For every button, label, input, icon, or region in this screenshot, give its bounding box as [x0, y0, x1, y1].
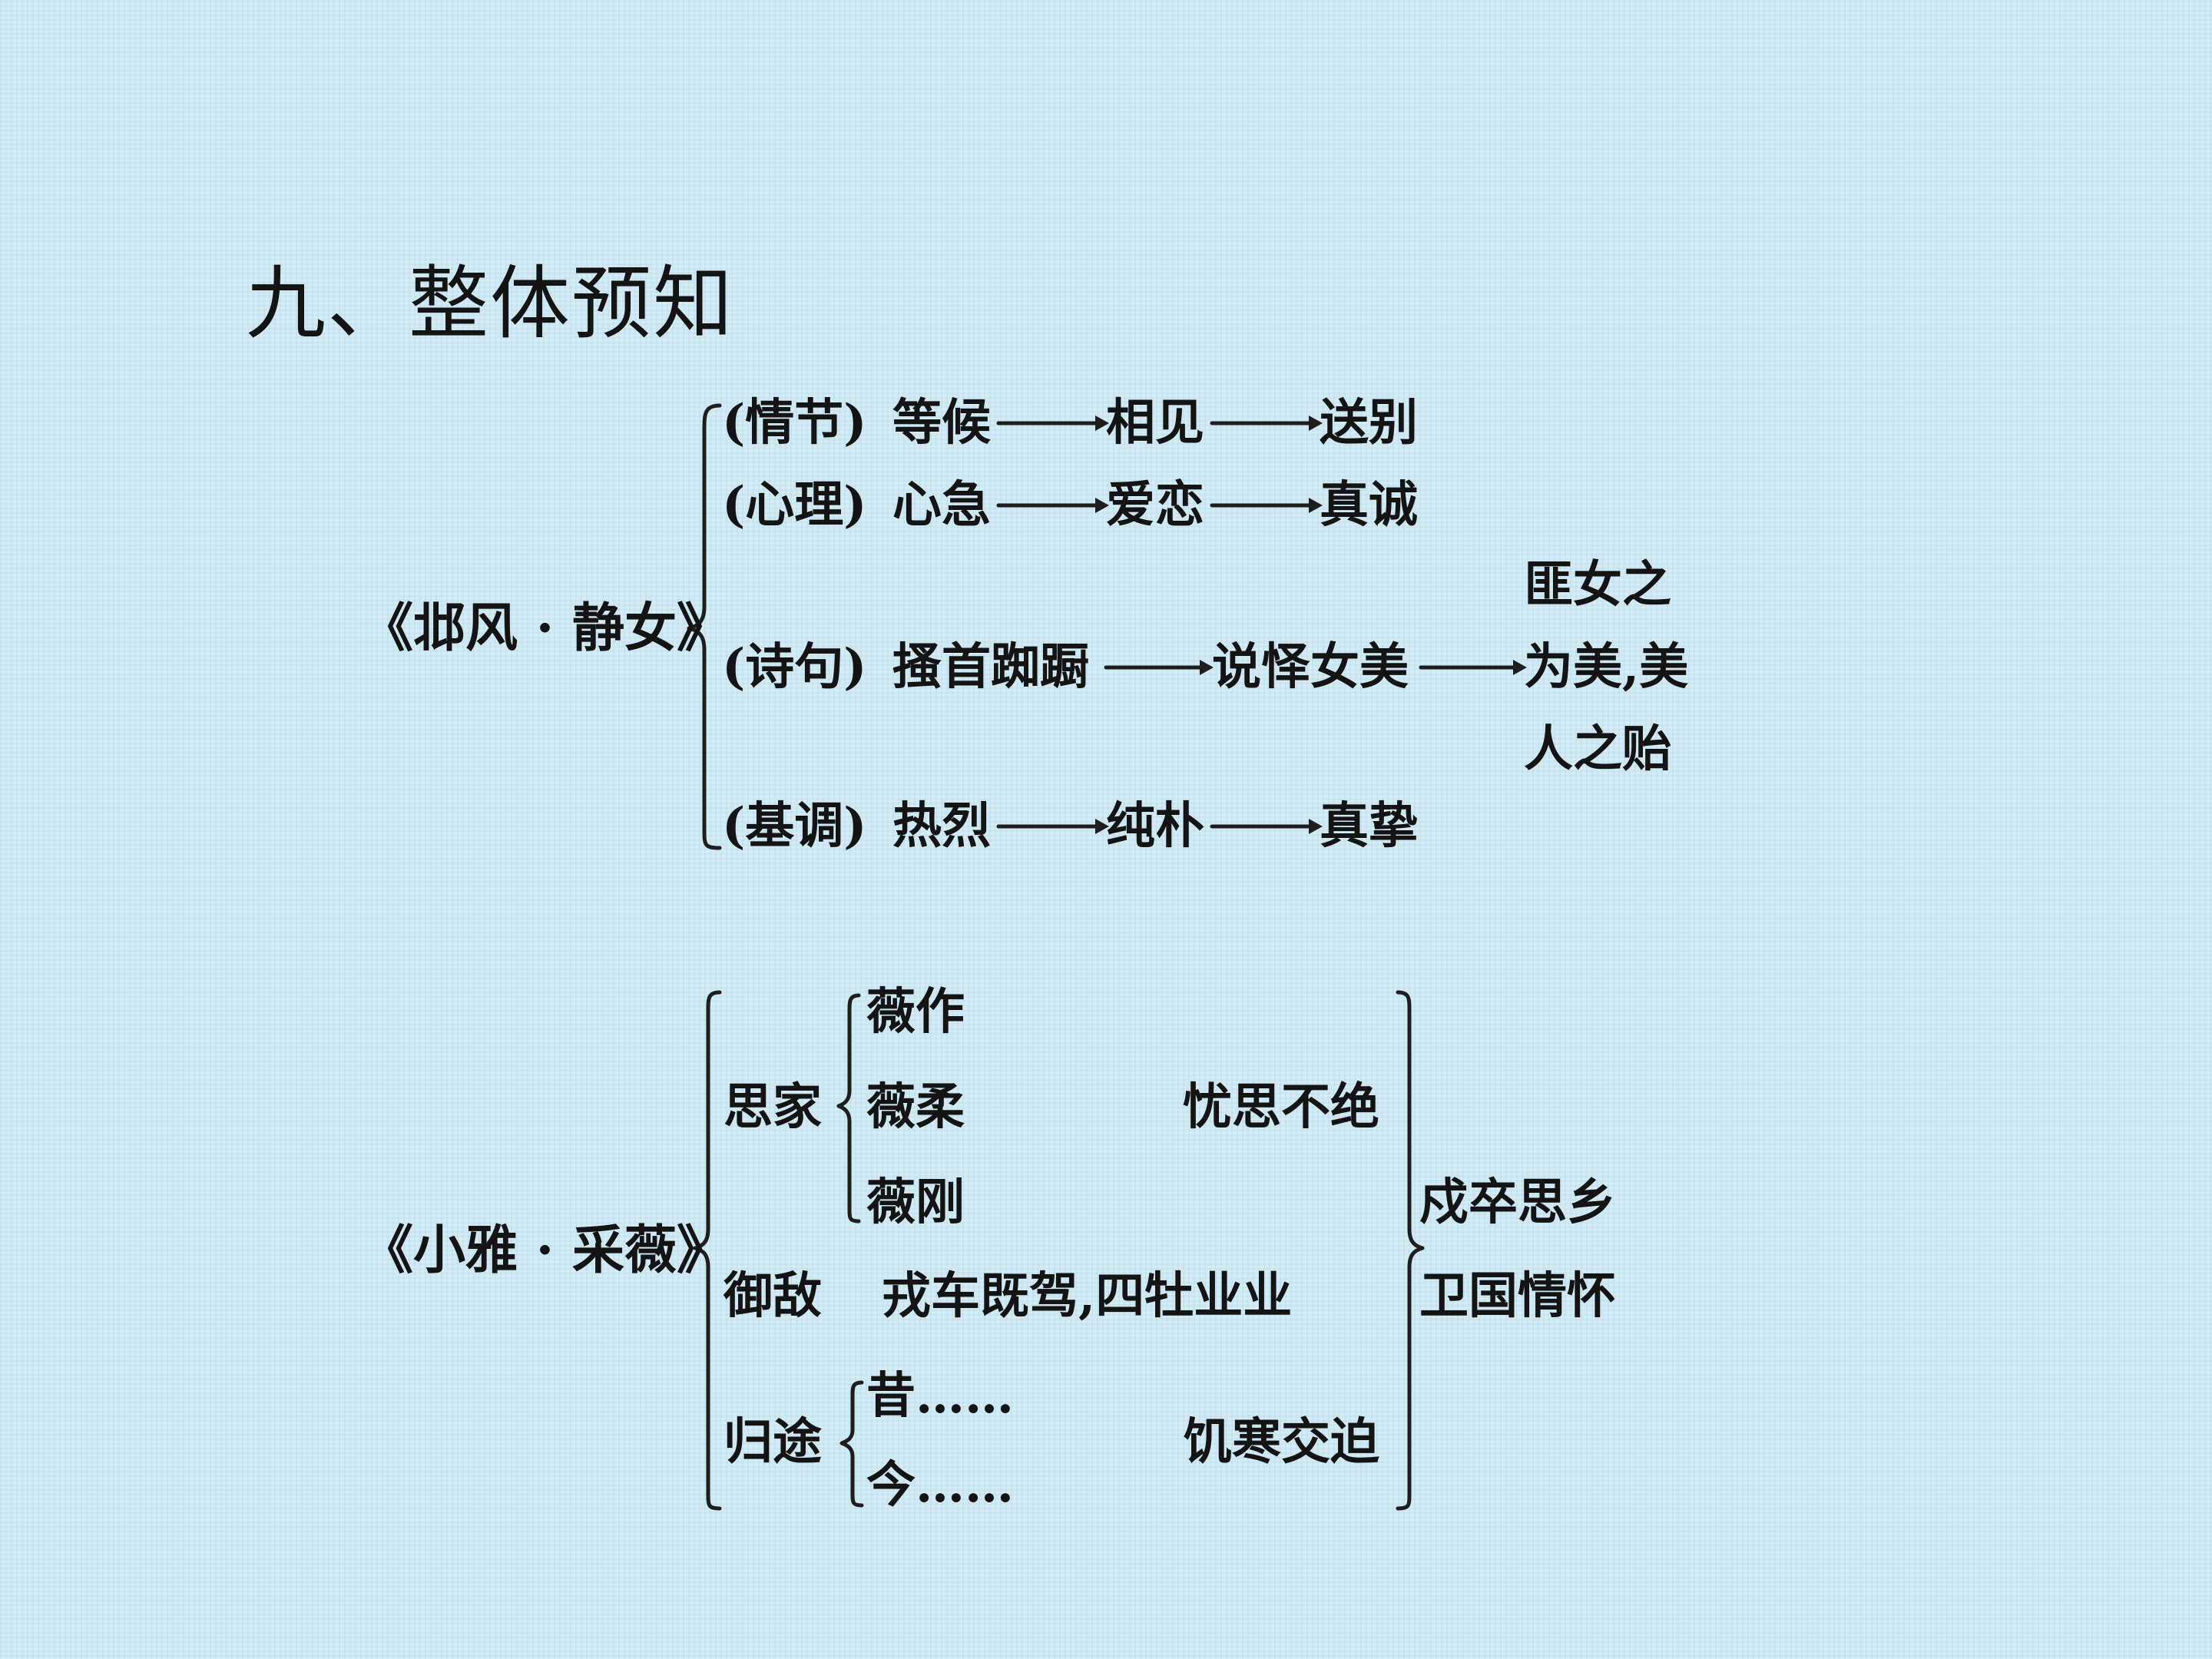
section-label-homesick: 思家 [724, 1078, 822, 1136]
verse-step-1: 搔首踟蹰 [892, 638, 1089, 696]
tone-step-3: 真挚 [1320, 797, 1418, 855]
psychology-step-2: 爱恋 [1106, 476, 1204, 534]
row-label-psychology: (心理) [722, 476, 867, 534]
plot-step-3: 送别 [1320, 394, 1418, 452]
homesick-item-3: 薇刚 [866, 1174, 965, 1231]
verse-step-3-line1: 匪女之 [1524, 556, 1671, 614]
poem2-brace [693, 990, 722, 1511]
conclusion-1: 戍卒思乡 [1419, 1174, 1616, 1231]
conclusion-2: 卫国情怀 [1419, 1267, 1616, 1325]
plot-step-2: 相见 [1106, 394, 1204, 452]
return-item-1: 昔…… [866, 1367, 1014, 1425]
homesick-summary: 忧思不绝 [1183, 1078, 1379, 1136]
row-label-verse: (诗句) [722, 638, 867, 696]
verse-step-2: 说怿女美 [1212, 638, 1409, 696]
row-label-plot: (情节) [722, 394, 867, 452]
return-item-2: 今…… [866, 1456, 1014, 1514]
guitu-brace [839, 1380, 864, 1508]
plot-step-1: 等候 [892, 394, 991, 452]
poem2-right-brace [1396, 990, 1425, 1511]
homesick-item-2: 薇柔 [866, 1078, 965, 1136]
tone-step-1: 热烈 [892, 797, 991, 855]
defense-text: 戎车既驾,四牡业业 [882, 1267, 1293, 1325]
poem1-title: 《邶风 · 静女》 [361, 598, 730, 659]
verse-step-3-line2: 为美,美 [1524, 638, 1689, 696]
row-label-tone: (基调) [722, 797, 867, 855]
return-summary: 饥寒交迫 [1183, 1413, 1379, 1471]
psychology-step-3: 真诚 [1320, 476, 1418, 534]
verse-step-3-line3: 人之贻 [1524, 720, 1671, 778]
section-label-return: 归途 [724, 1413, 822, 1471]
psychology-step-1: 心急 [892, 476, 991, 534]
poem2-title: 《小雅 · 采薇》 [361, 1220, 730, 1281]
sijia-brace [836, 993, 861, 1224]
tone-step-2: 纯朴 [1106, 797, 1204, 855]
poem1-brace [687, 403, 722, 850]
page-title: 九、整体预知 [246, 257, 735, 350]
homesick-item-1: 薇作 [866, 983, 965, 1041]
section-label-defense: 御敌 [724, 1267, 822, 1325]
